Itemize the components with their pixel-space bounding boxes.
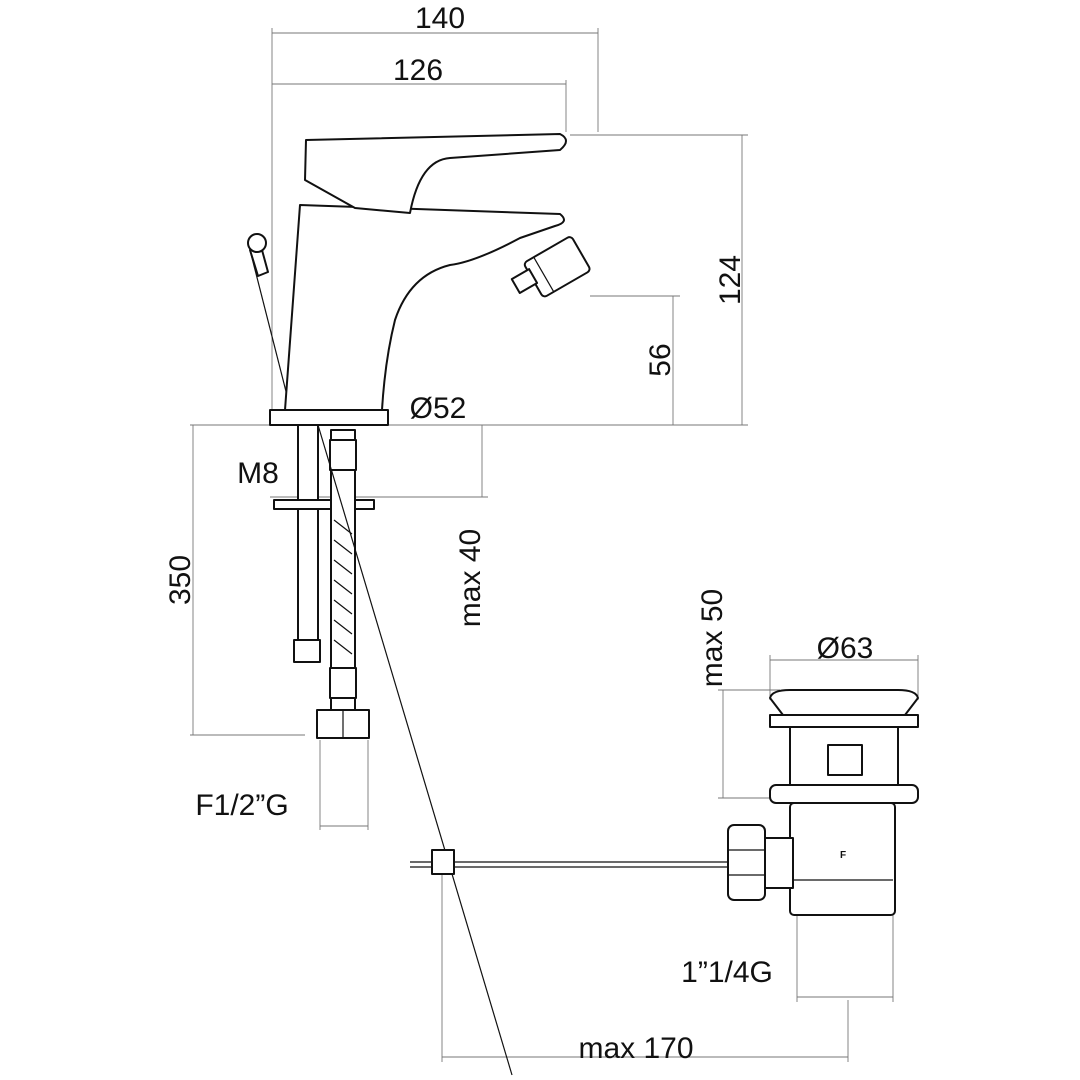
dim-max-deck: max 40	[454, 529, 487, 627]
dim-overall-width: 140	[415, 2, 465, 35]
dim-thread: M8	[237, 457, 279, 490]
dim-max-drain: max 50	[696, 589, 729, 687]
dim-hose-length: 350	[164, 555, 197, 605]
under-deck-fittings	[273, 424, 730, 1076]
dim-spout-reach: 126	[393, 54, 443, 87]
faucet-body	[247, 133, 591, 426]
dim-max-rod: max 170	[578, 1032, 693, 1065]
dim-drain-diameter: Ø63	[817, 632, 874, 665]
dim-hose-connection: F1/2”G	[195, 789, 288, 822]
dim-drain-thread: 1”1/4G	[681, 956, 773, 989]
dim-base-diameter: Ø52	[410, 392, 467, 425]
dim-spout-height: 56	[644, 343, 677, 376]
drain-assembly: F	[727, 689, 919, 916]
drain-mark: F	[840, 850, 846, 861]
dim-overall-height: 124	[714, 255, 747, 305]
